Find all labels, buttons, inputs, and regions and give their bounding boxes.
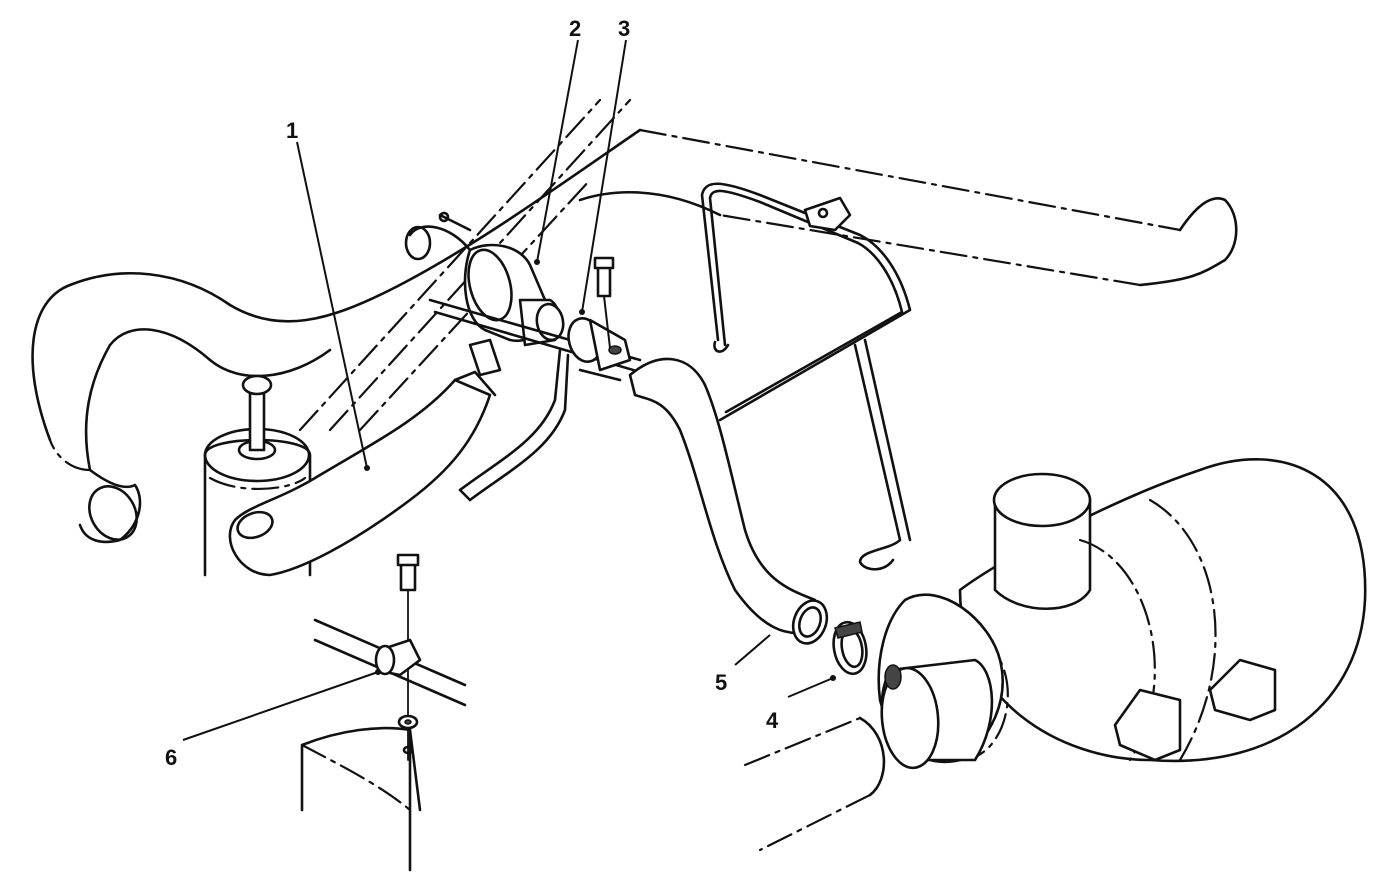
part-4-clamp bbox=[832, 620, 868, 676]
callout-3: 3 bbox=[618, 16, 630, 41]
callout-labels: 1 2 3 4 5 6 bbox=[165, 16, 779, 770]
part-1-hose bbox=[228, 370, 497, 577]
part-3-clamp bbox=[567, 256, 632, 372]
breather-tube bbox=[458, 348, 570, 502]
leader-lines bbox=[182, 39, 836, 741]
phantom-lower-block bbox=[300, 726, 422, 872]
callout-6: 6 bbox=[165, 745, 177, 770]
callout-1: 1 bbox=[286, 118, 298, 143]
callout-4: 4 bbox=[766, 708, 779, 733]
tube-bracket bbox=[700, 182, 912, 571]
callout-5: 5 bbox=[715, 670, 727, 695]
callout-2: 2 bbox=[569, 16, 581, 41]
radiator-tank bbox=[203, 374, 312, 577]
part-6-clip-assembly bbox=[313, 553, 467, 761]
part-5-hose bbox=[628, 357, 829, 645]
air-cleaner bbox=[877, 458, 1367, 770]
phantom-upper-hose bbox=[31, 128, 1238, 544]
phantom-lower-pipes bbox=[743, 716, 886, 852]
